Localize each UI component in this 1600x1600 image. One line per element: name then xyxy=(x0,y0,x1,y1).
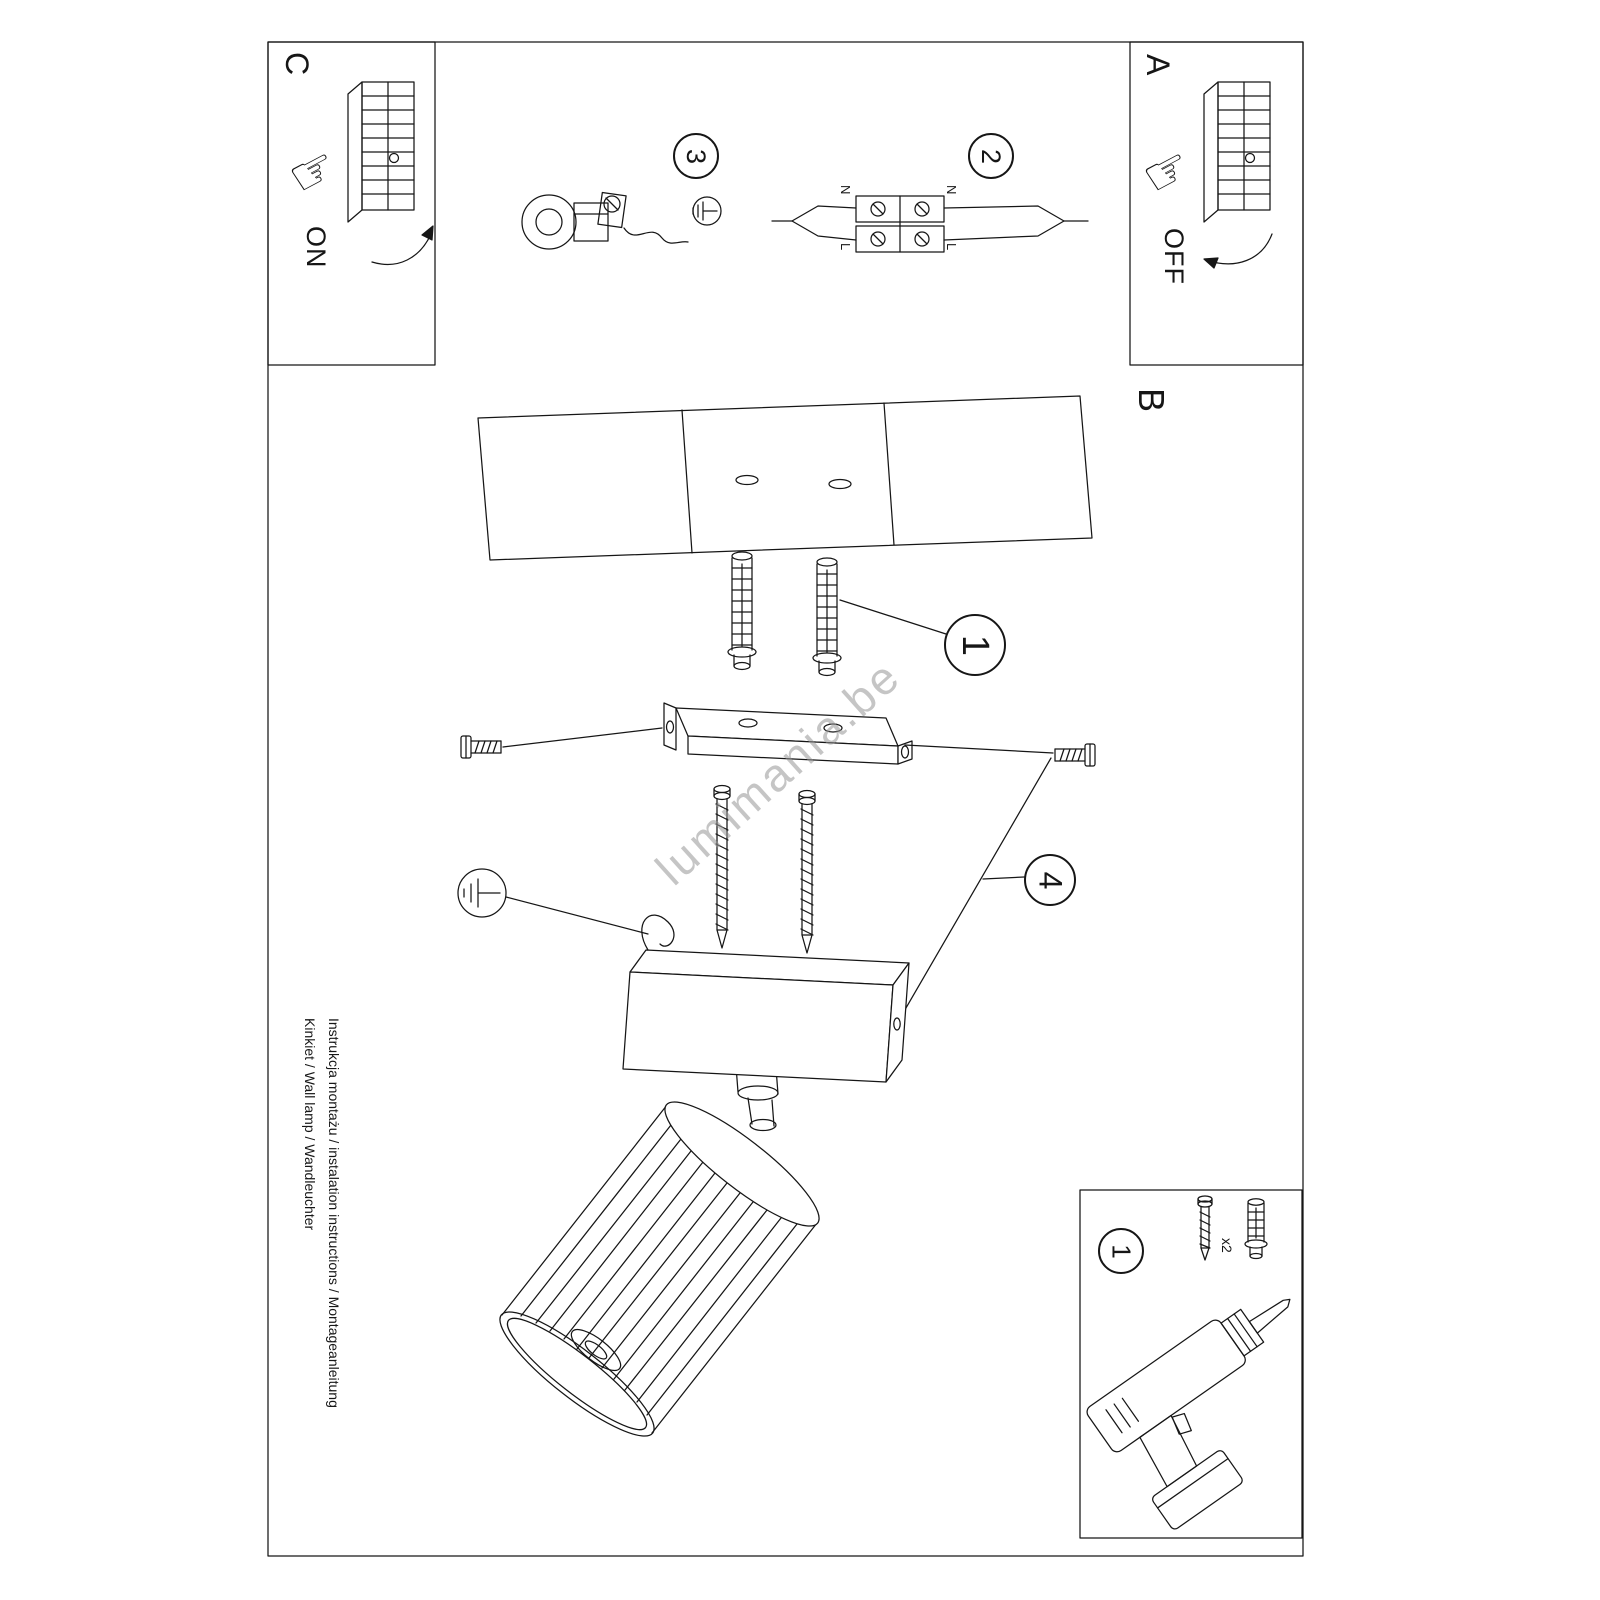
callout-step-2: 2 xyxy=(968,133,1014,179)
section-b-label: B xyxy=(1131,388,1172,413)
wire-label-l-left: L xyxy=(838,243,853,251)
callout-kit-ref: 1 xyxy=(1098,1228,1144,1274)
wire-connector-illustration xyxy=(771,195,1089,253)
wire-label-l-right: L xyxy=(944,243,959,251)
wall-plug-icon xyxy=(727,551,947,677)
earth-wire-curl xyxy=(641,914,675,951)
panel-c-frame xyxy=(267,41,436,366)
off-arrow-icon xyxy=(1203,233,1273,269)
cord-grip-illustration xyxy=(521,191,689,250)
kit-frame xyxy=(1079,1189,1303,1539)
side-screw-left xyxy=(460,727,663,759)
panel-a-frame xyxy=(1129,41,1304,366)
drill-icon xyxy=(1086,1298,1291,1530)
callout-step-3: 3 xyxy=(673,133,719,179)
mounting-bracket xyxy=(663,702,913,765)
lamp-canopy xyxy=(622,914,910,1083)
kit-screw-icon xyxy=(1197,1195,1213,1261)
callout-step-1: 1 xyxy=(944,614,1006,676)
callout-step-4: 4 xyxy=(1024,854,1076,906)
footer-subtitle: Kinkiet / Wall lamp / Wandleuchter xyxy=(302,1018,318,1231)
switch-off-label: OFF xyxy=(1159,228,1189,285)
wire-label-n-right: N xyxy=(944,185,959,195)
earth-symbol-icon-large xyxy=(457,868,649,935)
switch-on-label: ON xyxy=(301,226,331,269)
section-a-label: A xyxy=(1140,54,1176,76)
side-screw-right xyxy=(898,743,1096,1021)
on-arrow-icon xyxy=(371,225,434,266)
lamp-shade xyxy=(499,1101,820,1437)
earth-symbol-icon xyxy=(692,196,722,226)
wire-label-n-left: N xyxy=(838,185,853,195)
pivot-stem xyxy=(735,1065,779,1132)
footer-title: Instrukcja montażu / instalation instruc… xyxy=(326,1018,342,1408)
wall-panel xyxy=(477,395,1093,561)
kit-wall-plug-icon xyxy=(1244,1198,1268,1260)
kit-quantity-label: x2 xyxy=(1219,1238,1235,1253)
section-c-label: C xyxy=(279,52,315,76)
